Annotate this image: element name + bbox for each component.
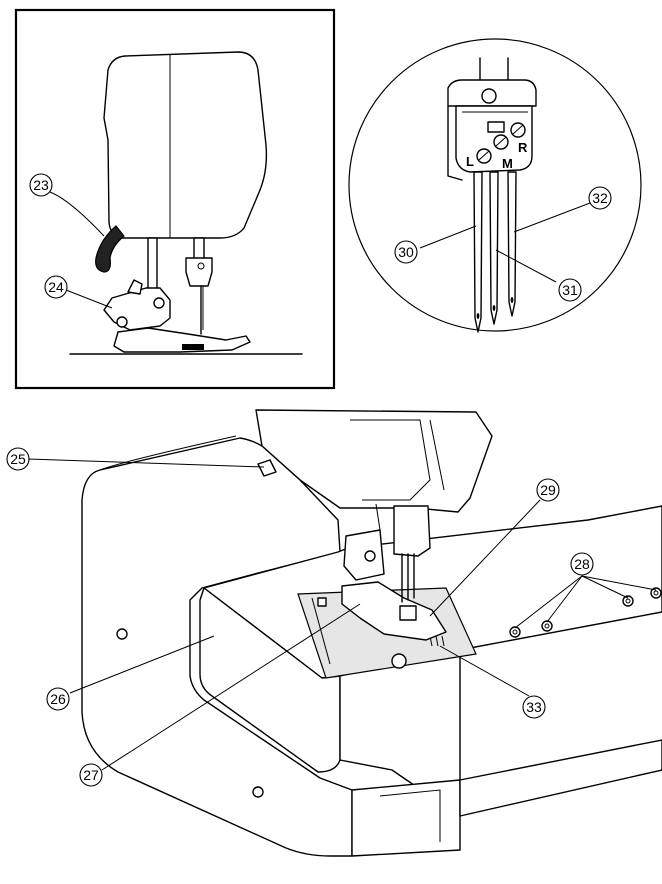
needle-label-middle: M: [502, 156, 513, 171]
presser-foot-inset: [14, 8, 336, 390]
needle-clamp-screw: [510, 122, 526, 138]
needle-right: [507, 171, 517, 317]
needle-clamp-screw: [476, 148, 492, 164]
svg-text:30: 30: [398, 244, 414, 260]
callout-27: 27: [79, 763, 103, 787]
needle-clamp-screw: [493, 134, 509, 150]
callout-24: 24: [44, 275, 68, 299]
leader-lines: [27, 191, 657, 771]
callout-23: 23: [29, 173, 53, 197]
callout-32: 32: [588, 186, 612, 210]
needle-middle: [489, 171, 499, 325]
callout-26: 26: [46, 687, 70, 711]
needle-left: [473, 171, 483, 333]
callout-29: 29: [536, 478, 560, 502]
svg-text:32: 32: [592, 190, 608, 206]
svg-text:28: 28: [574, 556, 590, 572]
svg-text:24: 24: [48, 279, 64, 295]
machine-main-view: [81, 409, 662, 857]
callout-25: 25: [6, 447, 30, 471]
svg-text:27: 27: [83, 767, 99, 783]
svg-text:26: 26: [50, 691, 66, 707]
svg-text:33: 33: [526, 699, 542, 715]
screw-hole: [541, 620, 553, 632]
svg-text:31: 31: [562, 282, 578, 298]
needle-label-left: L: [466, 154, 474, 169]
screw-hole: [622, 595, 634, 607]
svg-text:23: 23: [33, 177, 49, 193]
callout-31: 31: [558, 278, 582, 302]
callout-30: 30: [394, 240, 418, 264]
svg-text:29: 29: [540, 482, 556, 498]
needle-label-right: R: [518, 140, 528, 155]
needle-clamp-inset: L M R: [348, 38, 642, 333]
callout-33: 33: [522, 695, 546, 719]
svg-text:25: 25: [10, 451, 26, 467]
screw-hole: [650, 587, 662, 599]
callout-28: 28: [570, 552, 594, 576]
screw-hole: [509, 626, 521, 638]
